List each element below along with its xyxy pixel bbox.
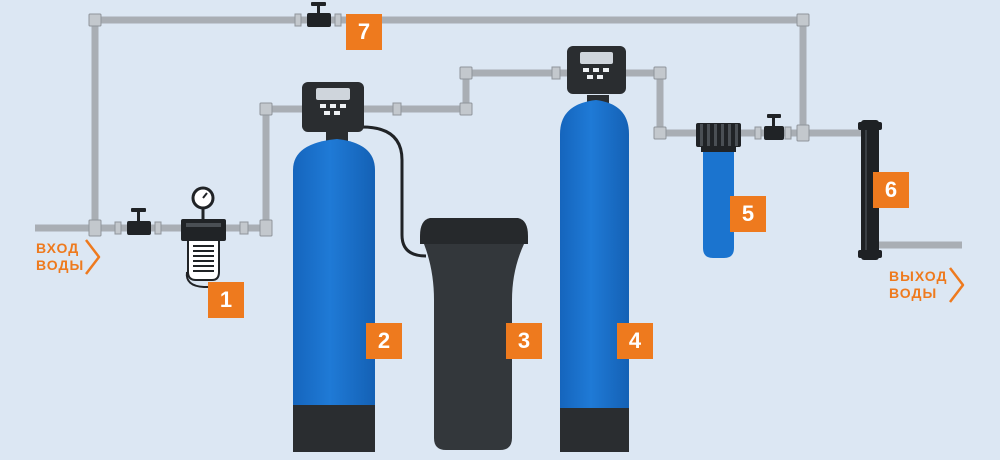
cartridge-filter-housing-icon xyxy=(696,123,741,258)
outlet-label-line2: ВОДЫ xyxy=(889,285,938,301)
outlet-label: ВЫХОД ВОДЫ xyxy=(889,268,947,302)
outlet-label-line1: ВЫХОД xyxy=(889,268,948,284)
badge-7: 7 xyxy=(346,14,382,50)
pipe-tank4-to-filter xyxy=(626,69,700,137)
inlet-label-line2: ВОДЫ xyxy=(36,257,85,273)
badge-3: 3 xyxy=(506,323,542,359)
outlet-arrow-icon xyxy=(949,267,965,303)
badge-4: 4 xyxy=(617,323,653,359)
brine-salt-tank-icon xyxy=(420,218,528,450)
bypass-valve-icon xyxy=(307,2,331,27)
inlet-arrow-icon xyxy=(85,239,101,275)
softener-filter-tank-icon xyxy=(293,82,427,452)
pipe-tank2-to-tank4 xyxy=(362,69,570,113)
second-filter-tank-icon xyxy=(560,46,629,452)
filter-outlet-valve-icon xyxy=(764,114,784,140)
uv-sterilizer-icon xyxy=(858,120,882,260)
badge-5: 5 xyxy=(730,196,766,232)
badge-1: 1 xyxy=(208,282,244,318)
brine-hose xyxy=(361,125,427,258)
inlet-label-line1: ВХОД xyxy=(36,240,80,256)
inlet-label: ВХОД ВОДЫ xyxy=(36,240,84,274)
pipe-fittings xyxy=(88,13,810,237)
badge-2: 2 xyxy=(366,323,402,359)
badge-6: 6 xyxy=(873,172,909,208)
prefilter-with-pressure-gauge-icon xyxy=(181,186,226,288)
pipe-network xyxy=(35,16,962,249)
bypass-pipe xyxy=(91,16,807,228)
inlet-valve-icon xyxy=(127,208,151,235)
